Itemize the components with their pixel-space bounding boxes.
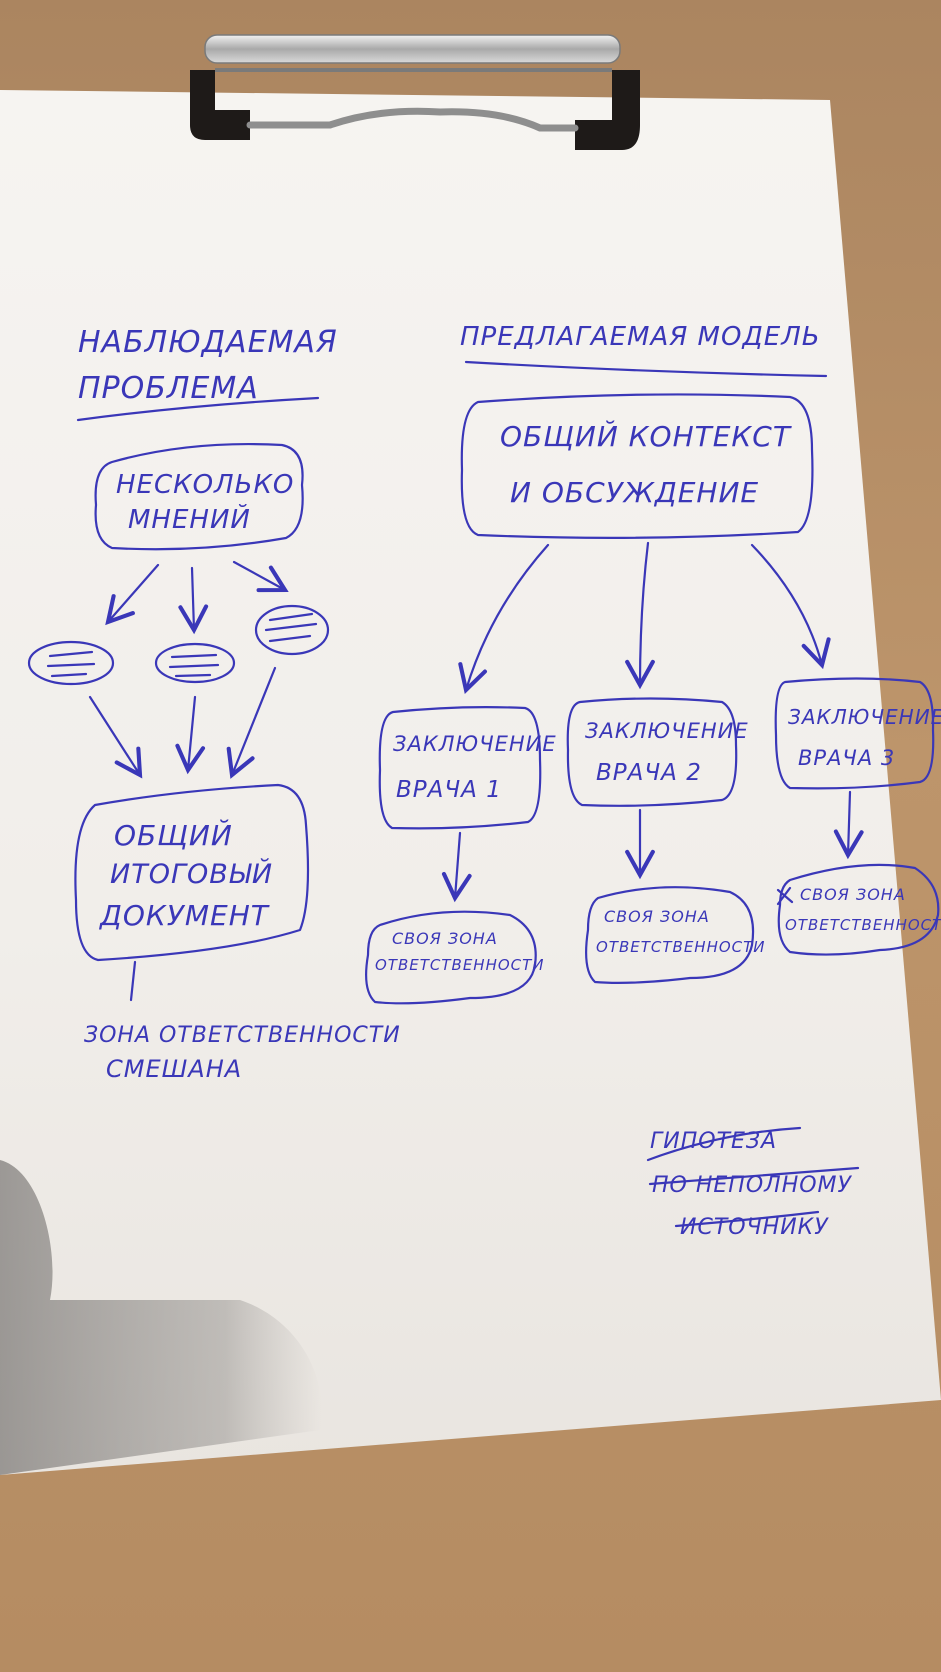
hypothesis-strike-2 [648, 1166, 860, 1186]
opinion-blob-1 [27, 640, 115, 686]
doc-box-line2: ИТОГОВЫЙ [110, 858, 273, 890]
left-title-line1: НАБЛЮДАЕМАЯ [78, 325, 338, 360]
several-opinions-line1: НЕСКОЛЬКО [116, 470, 294, 500]
common-context-box: ОБЩИЙ КОНТЕКСТ И ОБСУЖДЕНИЕ [460, 393, 814, 539]
doctor-1-conclusion-box: ЗАКЛЮЧЕНИЕ ВРАЧА 1 [378, 706, 557, 830]
paper-sheet [0, 90, 941, 1475]
hand-shadow [0, 1160, 322, 1475]
doctor-2-zone-blob: СВОЯ ЗОНА ОТВЕТСТВЕННОСТИ [585, 886, 766, 984]
common-context-line1: ОБЩИЙ КОНТЕКСТ [500, 419, 792, 453]
common-context-line2: И ОБСУЖДЕНИЕ [510, 476, 759, 509]
doctor-3-zone-line1: СВОЯ ЗОНА [800, 885, 906, 904]
arrow-to-opinion-1 [105, 563, 160, 626]
clipboard-clip [190, 34, 640, 150]
doctor-1-line1: ЗАКЛЮЧЕНИЕ [393, 732, 557, 756]
doctor-2-conclusion-box: ЗАКЛЮЧЕНИЕ ВРАЧА 2 [566, 697, 749, 807]
doctor-3-line1: ЗАКЛЮЧЕНИЕ [788, 705, 941, 729]
arrow-doctor-3-to-zone [833, 790, 864, 860]
arrow-opinion-1-to-doc [88, 695, 143, 779]
doctor-2-line1: ЗАКЛЮЧЕНИЕ [585, 719, 749, 743]
arrow-opinion-2-to-doc [175, 695, 206, 775]
left-title-underline [76, 396, 320, 422]
opinion-blob-3 [254, 604, 330, 656]
opinion-blob-2 [154, 642, 236, 684]
doctor-3-conclusion-box: ЗАКЛЮЧЕНИЕ ВРАЧА 3 [774, 677, 941, 790]
arrow-opinion-3-to-doc [226, 666, 277, 779]
doctor-2-zone-line1: СВОЯ ЗОНА [604, 907, 710, 926]
doctor-1-zone-line1: СВОЯ ЗОНА [392, 929, 498, 948]
doctor-2-zone-line2: ОТВЕТСТВЕННОСТИ [596, 938, 766, 956]
several-opinions-line2: МНЕНИЙ [128, 503, 251, 535]
arrow-doctor-1-to-zone [441, 831, 472, 903]
doctor-3-zone-scribble [776, 886, 794, 906]
hypothesis-strike-1 [646, 1126, 802, 1162]
mixed-responsibility-note: ЗОНА ОТВЕТСТВЕННОСТИ СМЕШАНА [84, 1023, 401, 1083]
hypothesis-strike-3 [674, 1210, 820, 1228]
doctor-1-zone-line2: ОТВЕТСТВЕННОСТИ [375, 956, 545, 974]
doc-note-connector [129, 960, 137, 1002]
arrow-to-doctor-3 [750, 543, 831, 670]
doctor-1-zone-blob: СВОЯ ЗОНА ОТВЕТСТВЕННОСТИ [365, 910, 545, 1005]
common-final-document-box: ОБЩИЙ ИТОГОВЫЙ ДОКУМЕНТ [74, 783, 310, 962]
hypothesis-note: ГИПОТЕЗА ПО НЕПОЛНОМУ ИСТОЧНИКУ [646, 1126, 860, 1240]
several-opinions-box: НЕСКОЛЬКО МНЕНИЙ [94, 442, 304, 551]
arrow-to-doctor-1 [458, 543, 550, 695]
doc-box-line1: ОБЩИЙ [114, 818, 233, 852]
left-section-title: НАБЛЮДАЕМАЯ ПРОБЛЕМА [76, 325, 338, 422]
arrow-to-doctor-2 [625, 541, 655, 690]
left-title-line2: ПРОБЛЕМА [78, 371, 259, 406]
arrow-to-opinion-2 [178, 566, 209, 635]
doctor-1-line2: ВРАЧА 1 [396, 777, 502, 803]
doc-box-line3: ДОКУМЕНТ [98, 899, 270, 932]
right-title: ПРЕДЛАГАЕМАЯ МОДЕЛЬ [460, 322, 821, 352]
doctor-3-zone-blob: СВОЯ ЗОНА ОТВЕТСТВЕННОСТИ [776, 863, 941, 956]
arrow-to-opinion-3 [232, 560, 289, 593]
right-title-underline [464, 360, 828, 378]
doctor-3-zone-line2: ОТВЕТСТВЕННОСТИ [785, 916, 941, 934]
doctor-3-line2: ВРАЧА 3 [798, 746, 895, 770]
note-line1: ЗОНА ОТВЕТСТВЕННОСТИ [84, 1023, 401, 1048]
note-line2: СМЕШАНА [106, 1055, 242, 1083]
doctor-2-line2: ВРАЧА 2 [596, 760, 702, 786]
right-section-title: ПРЕДЛАГАЕМАЯ МОДЕЛЬ [460, 322, 828, 378]
